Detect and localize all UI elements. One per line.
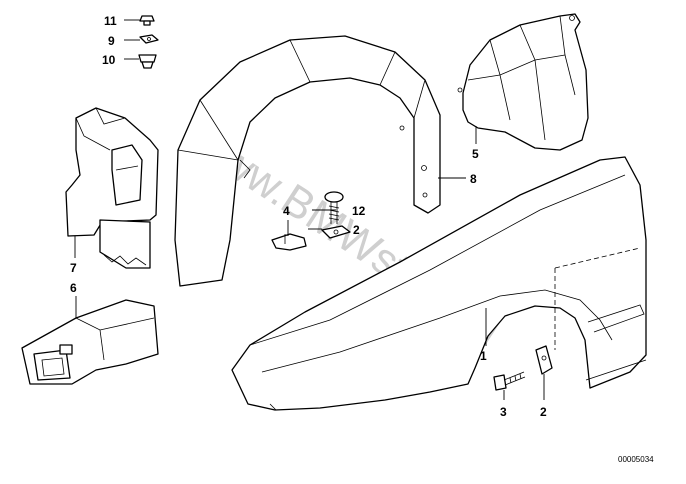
part-5-fender-liner [457,13,589,151]
callout-1: 1 [480,349,487,363]
callout-11: 11 [104,14,117,28]
callout-6: 6 [70,281,77,295]
part-1-fender [231,156,647,411]
part-12-screw [324,191,344,224]
callouts: 11 9 10 5 8 4 12 2 7 6 1 3 2 [70,14,547,419]
callout-9: 9 [108,34,115,48]
callout-3: 3 [500,405,507,419]
callout-4: 4 [283,204,290,218]
part-7-bracket [65,107,159,269]
part-2-clip-lower [535,345,553,375]
part-2-clip-upper [321,225,351,239]
wheel-arch-liner [174,35,441,287]
leader-lines [74,19,545,400]
part-3-bolt [493,371,526,391]
callout-10: 10 [102,53,116,67]
callout-8: 8 [470,172,477,186]
part-9-clip [139,34,159,44]
document-id: 00005034 [618,455,654,464]
callout-2-lower: 2 [540,405,547,419]
callout-5: 5 [472,147,479,161]
part-10-nut [138,54,157,69]
callout-2-upper: 2 [353,223,360,237]
part-6-air-duct [21,299,159,385]
callout-12: 12 [352,204,366,218]
part-4-clip [271,233,307,251]
callout-7: 7 [70,261,77,275]
part-11-screw [139,15,155,26]
